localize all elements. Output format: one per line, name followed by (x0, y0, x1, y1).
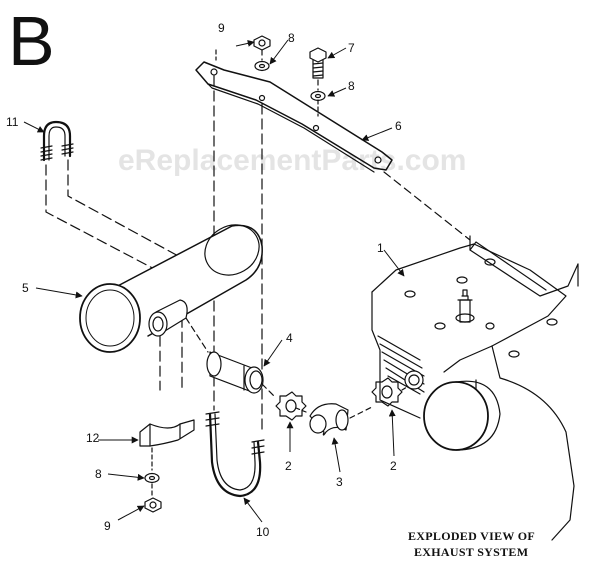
callout-6: 6 (395, 119, 402, 133)
callout-12: 12 (86, 431, 100, 445)
callout-8-bottom: 8 (95, 467, 102, 481)
u-bolt-bottom (205, 411, 265, 498)
mounting-bracket (195, 61, 393, 173)
callout-7: 7 (348, 41, 355, 55)
callout-3: 3 (336, 475, 343, 489)
callout-1: 1 (377, 241, 384, 255)
star-washer-left (275, 391, 307, 421)
callout-9-top: 9 (218, 21, 225, 35)
callout-9-bottom: 9 (104, 519, 111, 533)
callout-11: 11 (6, 115, 19, 129)
nut-top (253, 35, 271, 51)
lock-washer-bottom (144, 472, 160, 484)
callout-2-left: 2 (285, 459, 292, 473)
u-bolt-clamp (139, 419, 195, 447)
elbow-fitting (295, 403, 375, 436)
section-letter: B (8, 2, 55, 80)
callout-8-bolt: 8 (348, 79, 355, 93)
caption-line-2: EXHAUST SYSTEM (414, 545, 529, 559)
lock-washer-top (254, 60, 270, 72)
star-washer-right (371, 377, 403, 407)
u-bolt-top (40, 120, 74, 162)
callout-8-top: 8 (288, 31, 295, 45)
callout-2-right: 2 (390, 459, 397, 473)
callout-4: 4 (286, 331, 293, 345)
muffler (79, 224, 263, 353)
callout-10: 10 (256, 525, 270, 539)
hex-bolt (309, 47, 327, 79)
diagram-caption: EXPLODED VIEW OF EXHAUST SYSTEM (408, 528, 558, 560)
engine-block (371, 235, 579, 541)
pipe-nipple (206, 351, 264, 394)
lock-washer-bolt (310, 90, 326, 102)
caption-line-1: EXPLODED VIEW OF (408, 529, 536, 543)
nut-bottom (144, 497, 162, 513)
callout-5: 5 (22, 281, 29, 295)
watermark: eReplacementParts.com (118, 144, 467, 177)
